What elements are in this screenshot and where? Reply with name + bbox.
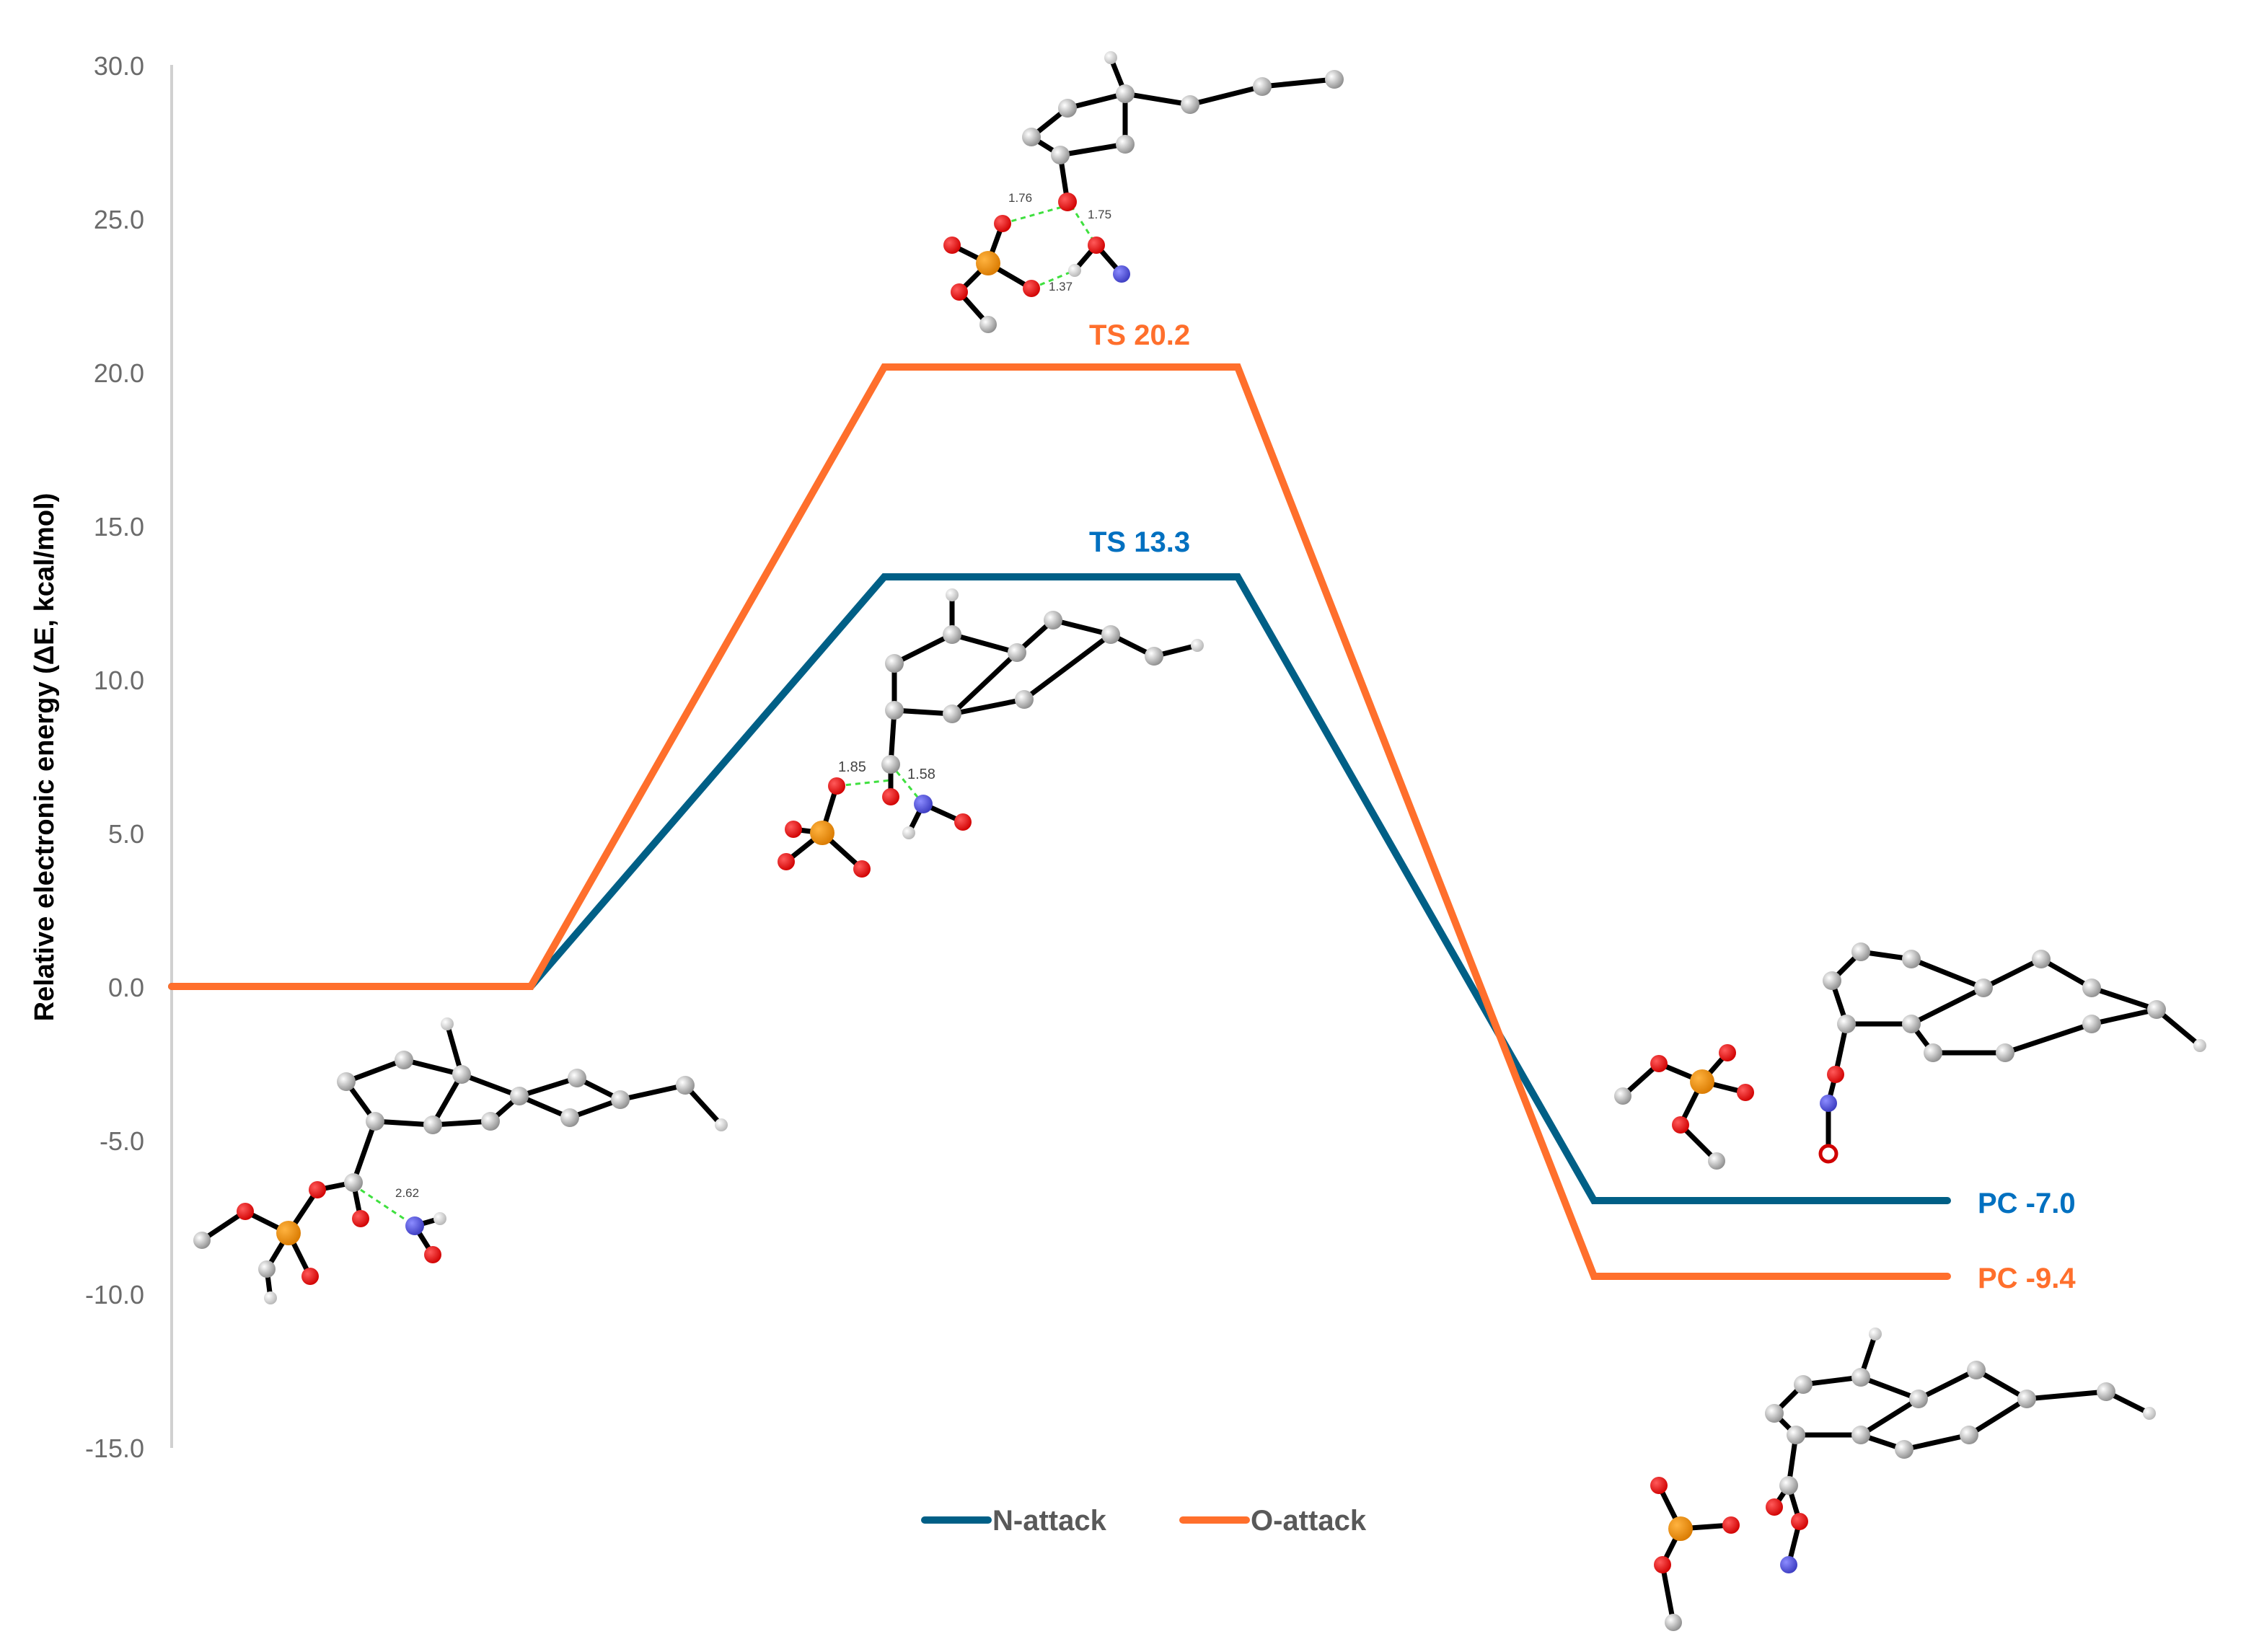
y-tick: 0.0 (108, 973, 144, 1002)
y-tick: -5.0 (100, 1126, 144, 1156)
distance-label: 2.62 (395, 1186, 419, 1200)
y-tick: -10.0 (85, 1280, 144, 1309)
y-tick: 30.0 (94, 51, 144, 81)
distance-label: 1.85 (838, 759, 866, 775)
y-tick: 25.0 (94, 205, 144, 234)
reactant-structure-icon: 2.62 (193, 1017, 728, 1304)
distance-label: 1.76 (1008, 191, 1032, 205)
pc-n-attack-label: PC -7.0 (1978, 1188, 2076, 1219)
pc-o-attack-label: PC -9.4 (1978, 1263, 2076, 1294)
y-axis-label: Relative electronic energy (ΔE, kcal/mol… (30, 493, 60, 1022)
ts-o-attack-structure-icon: 1.76 1.75 1.37 (943, 51, 1344, 333)
pc-o-attack-structure-icon (1650, 1328, 2156, 1631)
distance-label: 1.58 (907, 767, 935, 782)
ts-n-attack-label: TS 13.3 (1089, 526, 1190, 558)
pc-n-attack-structure-icon (1614, 942, 2206, 1170)
y-tick: 5.0 (108, 819, 144, 849)
ts-o-attack-label: TS 20.2 (1089, 319, 1190, 351)
y-axis-ticks: 30.0 25.0 20.0 15.0 10.0 5.0 0.0 -5.0 -1… (85, 51, 144, 1463)
y-tick: 20.0 (94, 358, 144, 388)
distance-label: 1.75 (1088, 208, 1111, 221)
legend: N-attack O-attack (921, 1505, 1367, 1537)
ts-n-attack-structure-icon: 1.85 1.58 (778, 588, 1204, 878)
series-o-attack-line (168, 363, 1951, 1280)
legend-n-attack-label: N-attack (992, 1505, 1107, 1537)
legend-o-attack-label: O-attack (1251, 1505, 1367, 1537)
y-tick: 10.0 (94, 666, 144, 695)
y-tick: -15.0 (85, 1434, 144, 1463)
y-tick: 15.0 (94, 512, 144, 542)
distance-label: 1.37 (1049, 280, 1073, 293)
